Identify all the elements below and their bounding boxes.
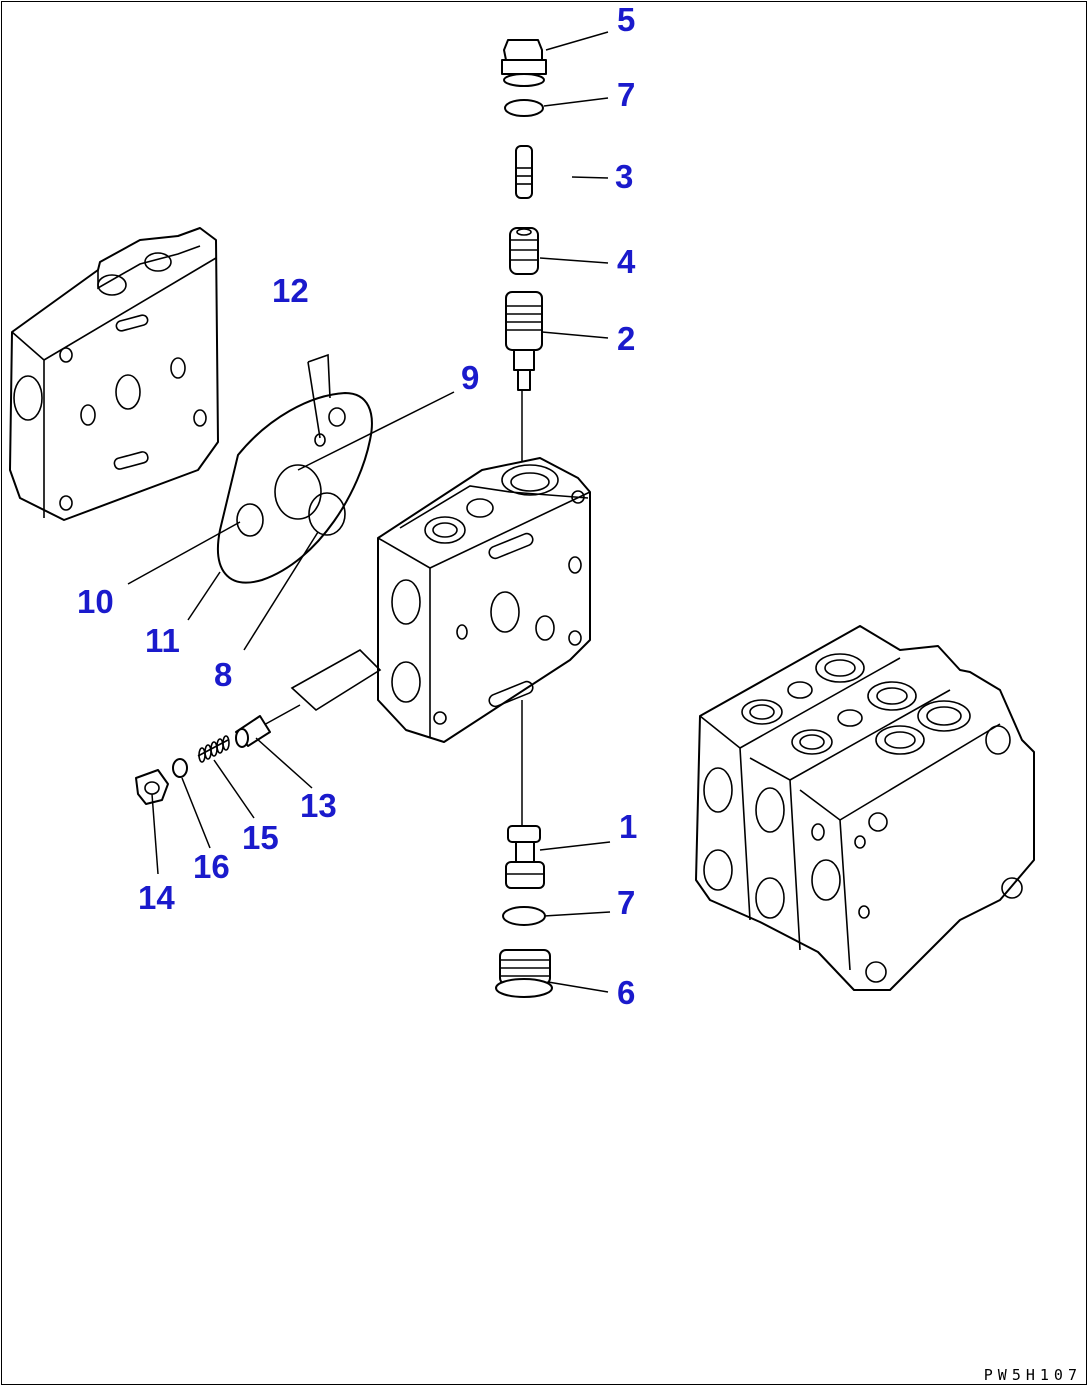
check-valve-1 [505, 825, 545, 889]
o-ring-16 [172, 758, 188, 778]
callout-6: 6 [617, 974, 635, 1011]
callout-10: 10 [77, 583, 114, 620]
spring-15 [197, 735, 230, 763]
callout-8: 8 [214, 656, 232, 693]
leader-lines [127, 31, 611, 993]
gasket-small-hole [328, 407, 346, 427]
gasket-hole-10 [236, 503, 264, 537]
spool-2 [505, 291, 543, 391]
poppet-13 [235, 715, 271, 748]
spring-4 [509, 227, 539, 275]
callout-4: 4 [617, 243, 636, 280]
callout-7-top: 7 [617, 76, 635, 113]
callout-labels: 5 7 3 4 2 12 9 10 11 8 13 15 16 14 1 7 6 [77, 1, 637, 1011]
relief-axis [261, 649, 382, 727]
gasket-large-hole [274, 464, 322, 520]
o-ring-7-bottom [502, 906, 546, 926]
callout-14: 14 [138, 879, 175, 916]
drawing-reference-code: PW5H107 [983, 1366, 1082, 1384]
callout-3: 3 [615, 158, 633, 195]
valve-section-body [377, 457, 591, 743]
callout-2: 2 [617, 320, 635, 357]
plug-6 [495, 949, 553, 998]
callout-9: 9 [461, 359, 479, 396]
end-cover-block [9, 227, 219, 521]
callout-11: 11 [145, 622, 180, 659]
gasket-hole-8 [308, 492, 346, 536]
pin-3 [515, 145, 533, 199]
callout-13: 13 [300, 787, 337, 824]
o-ring-7-top [504, 99, 544, 117]
callout-12: 12 [272, 272, 309, 309]
callout-1: 1 [619, 808, 637, 845]
callout-7-bottom: 7 [617, 884, 635, 921]
plug-5 [501, 39, 547, 87]
callout-15: 15 [242, 819, 279, 856]
callout-5: 5 [617, 1, 635, 38]
gasket [216, 353, 373, 584]
callout-16: 16 [193, 848, 230, 885]
assembled-valve-block [695, 625, 1035, 991]
